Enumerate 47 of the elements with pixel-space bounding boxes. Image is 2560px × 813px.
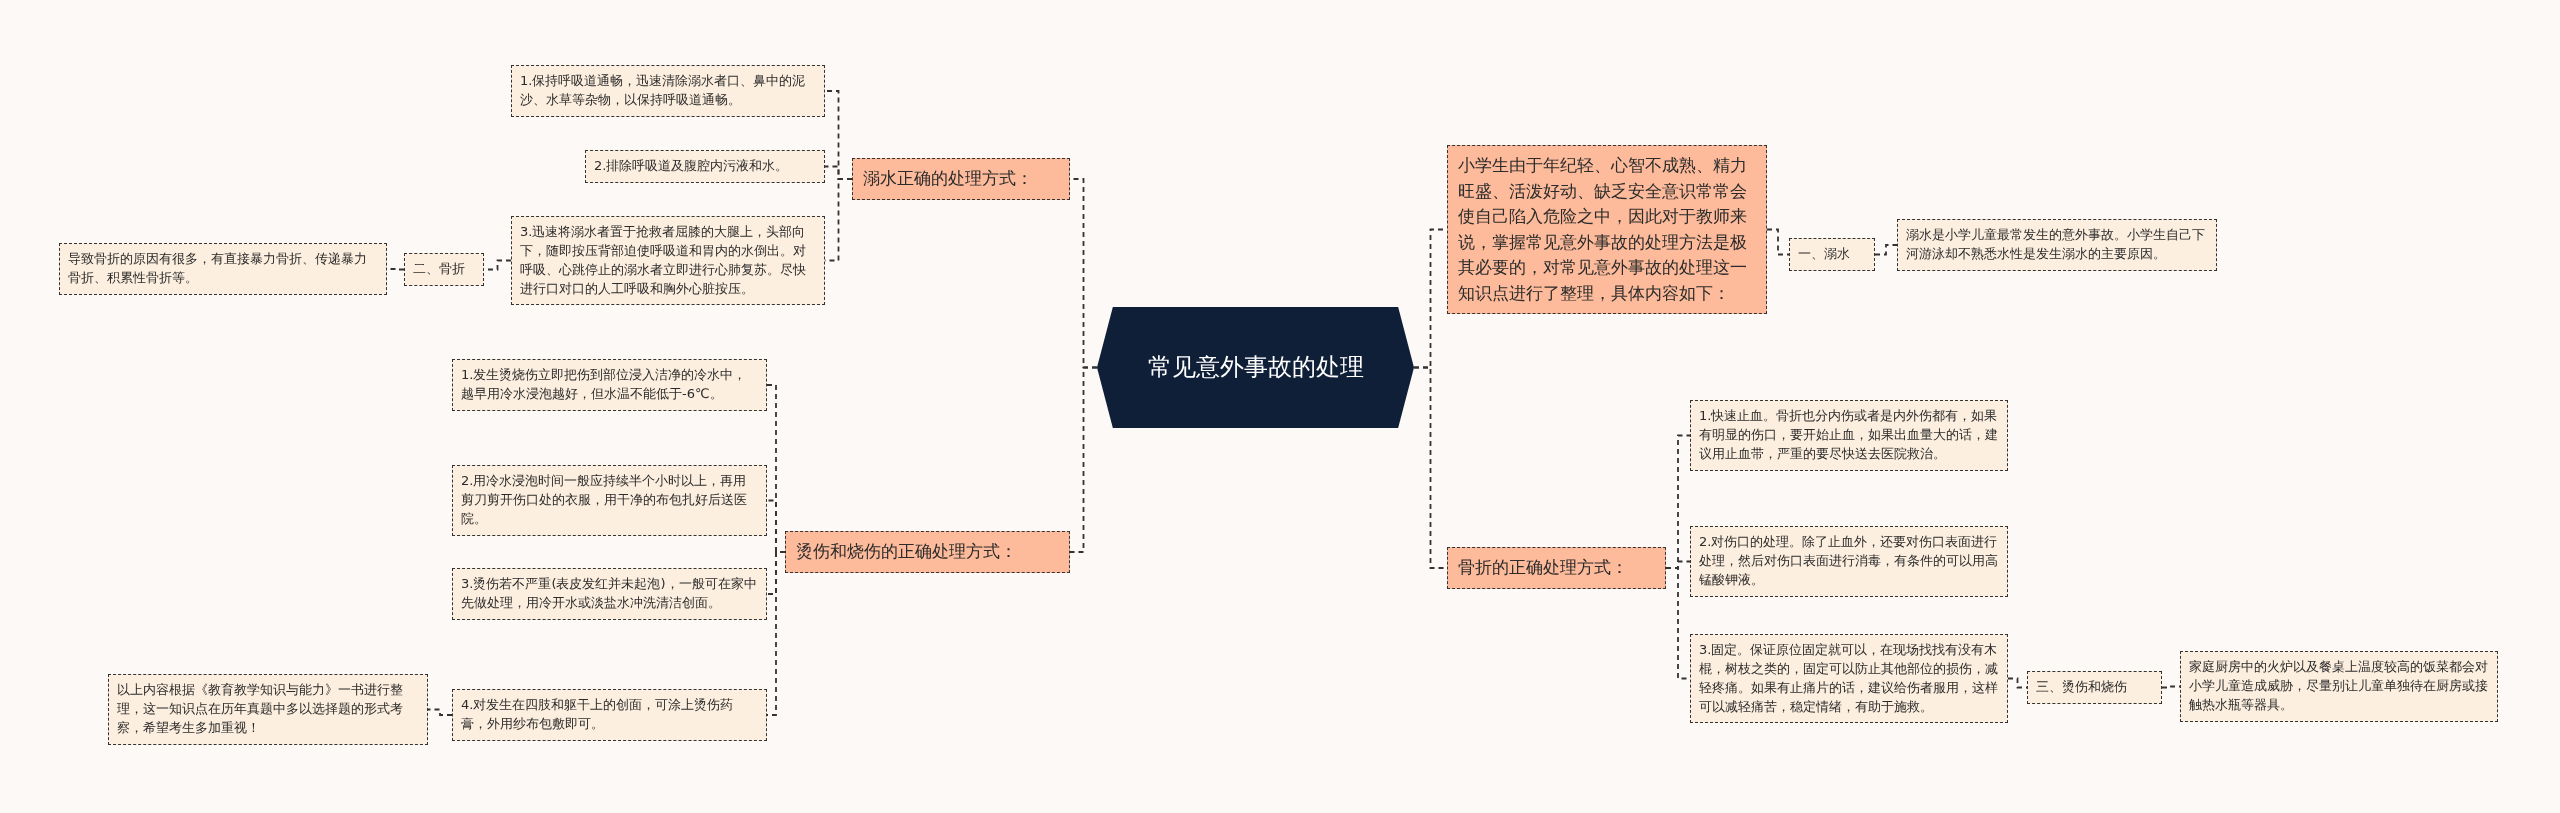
- note-text: 家庭厨房中的火炉以及餐桌上温度较高的饭菜都会对小学儿童造成威胁，尽量别让儿童单独待在厨房或接触热水瓶等器具。: [2189, 658, 2489, 714]
- note-text: 3.烫伤若不严重(表皮发红并未起泡)，一般可在家中先做处理，用冷开水或淡盐水冲洗清洁创面。: [461, 575, 758, 612]
- branch-text: 溺水正确的处理方式：: [863, 167, 1034, 190]
- connector-line: [1874, 244, 1898, 256]
- connector-line: [1069, 366, 1098, 553]
- note-box: [108, 674, 428, 745]
- connector-line: [1766, 228, 1790, 256]
- branch-text: 烫伤和烧伤的正确处理方式：: [796, 540, 1018, 563]
- branch-box: [785, 531, 1070, 573]
- note-box: [585, 150, 825, 183]
- note-box: [1690, 634, 2008, 724]
- note-text: 1.快速止血。骨折也分内伤或者是内外伤都有，如果有明显的伤口，要开始止血，如果出血量大的话，建议用止血带，严重的要尽快送去医院救治。: [1699, 407, 1999, 463]
- note-box: [452, 689, 767, 741]
- note-text: 2.用冷水浸泡时间一般应持续半个小时以上，再用剪刀剪开伤口处的衣服，用干净的布包扎好后送医院。: [461, 472, 748, 528]
- branch-box: [1447, 145, 1767, 314]
- note-box: [59, 243, 387, 295]
- branch-box: [1447, 547, 1666, 589]
- note-text: 3.迅速将溺水者置于抢救者屈膝的大腿上，头部向下，随即按压背部迫使呼吸道和胃内的水倒出。对呼吸、心跳停止的溺水者立即进行心肺复苏。尽快进行口对口的人工呼吸和胸外心脏按压。: [520, 223, 807, 298]
- note-text: 2.对伤口的处理。除了止血外，还要对伤口表面进行处理，然后对伤口表面进行消毒，有条件的可以用高锰酸钾液。: [1699, 533, 1999, 589]
- branch-box: [852, 158, 1070, 200]
- branch-text: 小学生由于年纪轻、心智不成熟、精力旺盛、活泼好动、缺乏安全意识常常会使自己陷入危险之中，因此对于教师来说，掌握常见意外事故的处理方法是极其必要的，对常见意外事故的处理这一知识点进行了整理，具体内容如下：: [1458, 154, 1748, 305]
- note-text: 一、溺水: [1798, 245, 1851, 263]
- note-box: [1690, 526, 2008, 597]
- note-box: [511, 65, 825, 117]
- note-box: [452, 465, 767, 536]
- note-text: 以上内容根据《教育教学知识与能力》一书进行整理，这一知识点在历年真题中多以选择题的形式考察，希望考生多加重视！: [117, 681, 404, 737]
- note-text: 1.发生烫烧伤立即把伤到部位浸入洁净的冷水中，越早用冷水浸泡越好，但水温不能低于-6℃。: [461, 366, 748, 403]
- note-box: [452, 359, 767, 411]
- branch-text: 骨折的正确处理方式：: [1458, 556, 1629, 579]
- note-text: 1.保持呼吸道通畅，迅速清除溺水者口、鼻中的泥沙、水草等杂物，以保持呼吸道通畅。: [520, 72, 807, 109]
- connector-line: [427, 708, 453, 716]
- note-box: [1690, 400, 2008, 471]
- note-text: 3.固定。保证原位固定就可以，在现场找找有没有木棍，树枝之类的，固定可以防止其他部位的损伤，减轻疼痛。如果有止痛片的话，建议给伤者服用，这样可以减轻痛苦，稳定情绪，有助于施救。: [1699, 641, 1999, 716]
- note-text: 三、烫伤和烧伤: [2036, 678, 2128, 696]
- note-text: 导致骨折的原因有很多，有直接暴力骨折、传递暴力骨折、积累性骨折等。: [68, 250, 368, 287]
- note-box: [404, 253, 484, 286]
- note-box: [1789, 238, 1875, 271]
- note-box: [1897, 219, 2217, 271]
- note-text: 溺水是小学儿童最常发生的意外事故。小学生自己下河游泳却不熟悉水性是发生溺水的主要原因。: [1906, 226, 2206, 263]
- note-text: 二、骨折: [413, 260, 466, 278]
- note-box: [2180, 651, 2498, 722]
- note-box: [452, 568, 767, 620]
- note-text: 2.排除呼吸道及腹腔内污液和水。: [594, 157, 790, 175]
- topic-text: 常见意外事故的处理: [1147, 352, 1364, 384]
- note-box: [2027, 671, 2162, 704]
- note-text: 4.对发生在四肢和躯干上的创面，可涂上烫伤药膏，外用纱布包敷即可。: [461, 696, 735, 733]
- note-box: [511, 216, 825, 306]
